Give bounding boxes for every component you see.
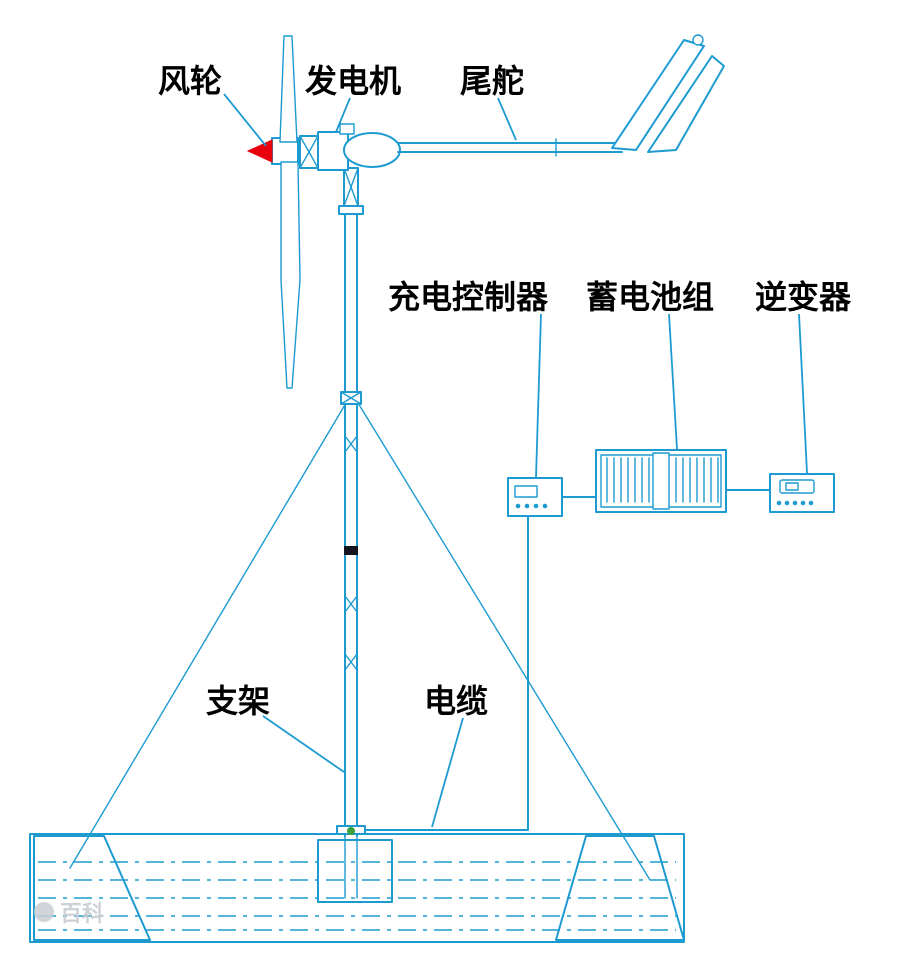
tower (336, 167, 366, 899)
leader-generator (335, 97, 351, 133)
label-tail-vane: 尾舵 (460, 63, 524, 99)
inverter-led (800, 500, 806, 506)
tail-fin-front (611, 39, 705, 151)
nose-cone (246, 139, 273, 163)
nacelle-body (343, 132, 401, 168)
controller-led (533, 503, 539, 509)
label-rotor: 风轮 (158, 63, 222, 99)
leader-cable (431, 717, 464, 828)
charge-controller-display (514, 485, 538, 498)
tail-fin-rear (647, 55, 725, 153)
battery-plates-right (675, 457, 719, 503)
leader-inverter (798, 313, 808, 474)
label-support: 支架 (206, 683, 270, 719)
mast-joint-mark (344, 435, 358, 453)
leader-battery-bank (668, 313, 678, 450)
mast-joint-mark (344, 653, 358, 671)
battery-plates-left (606, 457, 650, 503)
label-charge-controller: 充电控制器 (388, 279, 549, 315)
watermark-logo-icon (34, 902, 54, 922)
mast-joint-band (344, 546, 358, 555)
rotor-blade-upper (279, 35, 298, 143)
watermark: 百科 (34, 901, 104, 926)
leader-tail-vane (497, 97, 517, 141)
nacelle-cap (339, 123, 355, 135)
inverter-led (776, 500, 782, 506)
labels: 风轮 发电机 尾舵 充电控制器 蓄电池组 逆变器 支架 电缆 (158, 63, 852, 828)
inverter-led (792, 500, 798, 506)
guy-wires (69, 397, 651, 881)
battery-center-divider (652, 452, 670, 510)
tail-fin-tip (692, 34, 704, 46)
controller-led (524, 503, 530, 509)
wind-turbine-head (246, 34, 725, 389)
inverter-display-inner (785, 482, 799, 491)
label-generator: 发电机 (305, 63, 401, 99)
label-battery-bank: 蓄电池组 (586, 279, 714, 315)
cable-run (365, 515, 529, 831)
collar-brace (340, 391, 362, 405)
base-marker (347, 827, 355, 835)
controller-led (515, 503, 521, 509)
leader-support (262, 715, 345, 773)
electrical-system (365, 449, 835, 831)
controller-led (542, 503, 548, 509)
rotor-blade-lower (280, 161, 301, 389)
inverter-led (808, 500, 814, 506)
inverter-led (784, 500, 790, 506)
guy-wire-right (354, 397, 651, 881)
guy-wire-left (69, 397, 350, 869)
leader-rotor (223, 93, 267, 147)
tower-collar (338, 205, 364, 215)
watermark-text: 百科 (60, 901, 104, 926)
label-inverter: 逆变器 (755, 279, 852, 315)
tower-brace (343, 167, 359, 207)
anchor-block-right (555, 835, 685, 941)
leader-charge-controller (535, 313, 542, 478)
tower-foundation-block (317, 839, 393, 903)
label-cable: 电缆 (424, 683, 488, 719)
anchor-block-left (33, 835, 151, 941)
generator-brace (299, 135, 319, 169)
mast-joint-mark (344, 595, 358, 613)
